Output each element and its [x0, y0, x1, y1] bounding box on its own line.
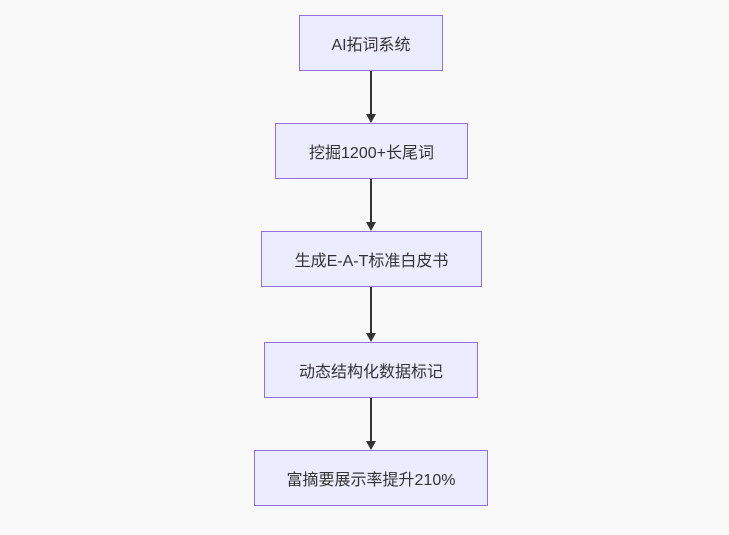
arrow-head-icon	[366, 114, 376, 123]
flow-node-eat-whitepaper: 生成E-A-T标准白皮书	[261, 231, 482, 287]
arrow-shaft	[370, 71, 372, 114]
flow-node-rich-snippet-rate: 富摘要展示率提升210%	[254, 450, 488, 506]
flow-node-structured-data-markup: 动态结构化数据标记	[264, 342, 478, 398]
flow-node-longtail-mining: 挖掘1200+长尾词	[275, 123, 468, 179]
arrow-shaft	[370, 398, 372, 441]
arrow-shaft	[370, 287, 372, 333]
arrow-down-4	[366, 398, 376, 450]
arrow-head-icon	[366, 441, 376, 450]
flow-node-ai-word-expansion: AI拓词系统	[299, 15, 443, 71]
arrow-head-icon	[366, 222, 376, 231]
arrow-down-3	[366, 287, 376, 342]
arrow-down-1	[366, 71, 376, 123]
arrow-head-icon	[366, 333, 376, 342]
arrow-down-2	[366, 179, 376, 231]
arrow-shaft	[370, 179, 372, 222]
